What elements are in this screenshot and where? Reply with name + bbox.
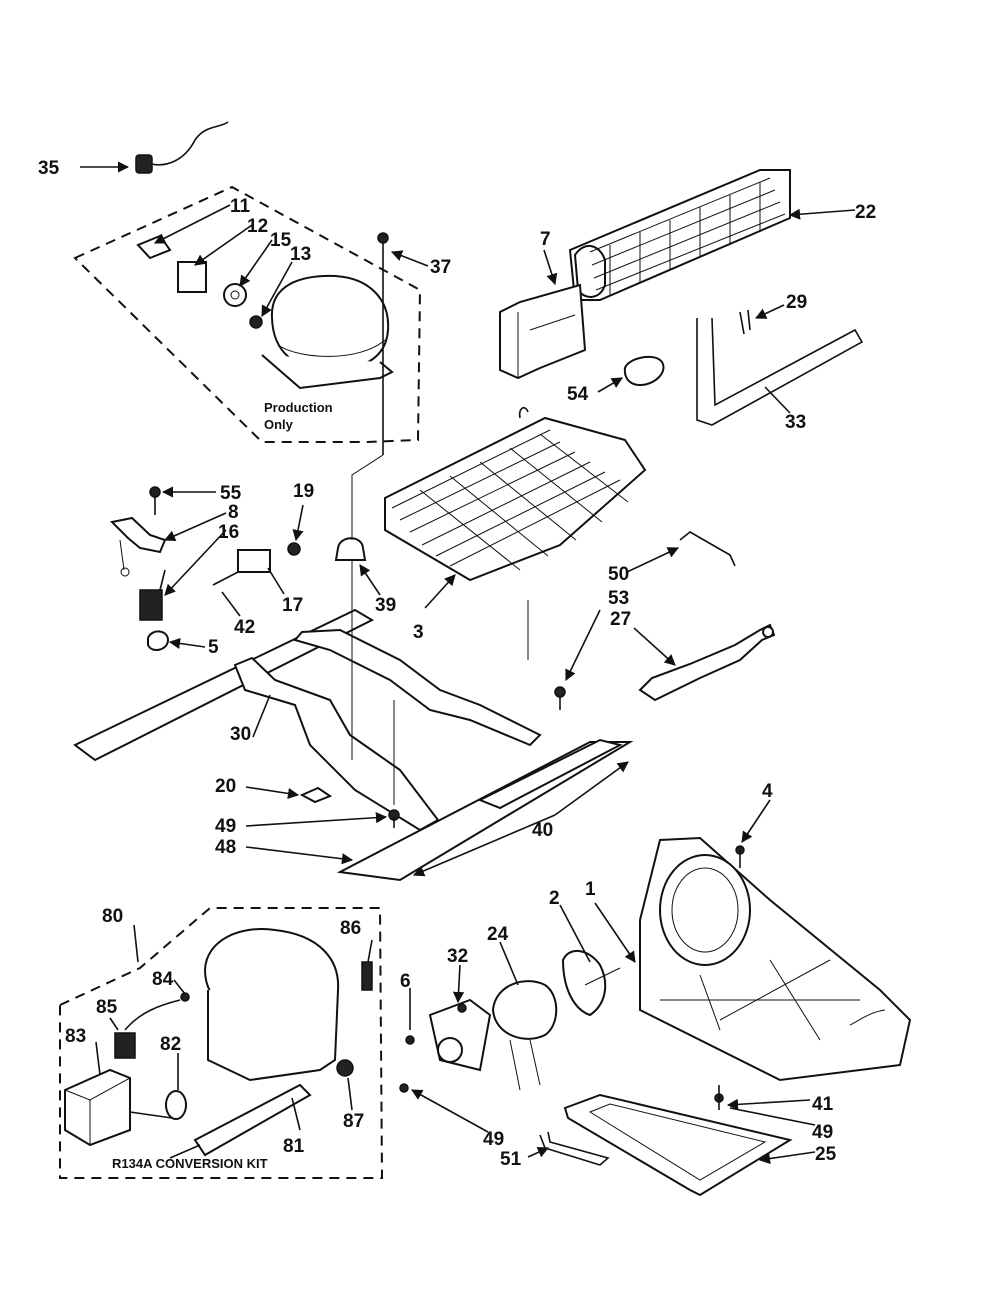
screw-49-part [388,700,400,828]
part-label-40: 40 [532,820,553,841]
drain-hose-part [539,1131,610,1166]
part-label-54: 54 [567,384,589,405]
part-label-19: 19 [293,481,314,502]
part-label-11: 11 [230,196,251,217]
part-label-85: 85 [96,997,118,1018]
drain-tube-part [351,232,389,760]
part-label-4: 4 [762,781,773,802]
screw-53-part [527,600,566,710]
part-label-15: 15 [270,230,292,251]
part-label-32: 32 [447,946,468,967]
heater-part [638,623,776,702]
bracket-8-part [109,516,167,577]
switch-part [139,569,166,621]
part-label-8: 8 [228,502,239,523]
conversion-kit-group [59,907,384,1179]
part-label-6: 6 [400,971,411,992]
part-label-51: 51 [500,1149,522,1170]
fitting-part [623,355,665,387]
production-only-group [73,185,422,443]
part-label-53: 53 [608,588,629,609]
evaporator-coil-part [384,406,647,582]
part-label-49-bracket: 49 [812,1122,833,1143]
part-label-22: 22 [855,202,876,223]
part-label-86: 86 [340,918,361,939]
bracket-part [679,531,736,567]
callout-lines [80,161,856,1165]
screws-6-32-49-part [399,845,745,1110]
fan-bracket-part [639,836,912,1082]
part-label-17: 17 [282,595,303,616]
part-label-48: 48 [215,837,236,858]
production-only-caption-line2: Only [264,417,294,432]
part-label-49-motor: 49 [483,1129,504,1150]
tube-part [696,309,864,426]
part-label-37: 37 [430,257,451,278]
part-label-13: 13 [290,244,311,265]
part-label-35: 35 [38,158,60,179]
part-label-24: 24 [487,924,509,945]
screw-part [149,486,161,515]
part-label-33: 33 [785,412,806,433]
drain-pan-part [563,1093,793,1197]
clip-part [147,630,170,652]
part-label-55: 55 [220,483,242,504]
part-label-20: 20 [215,776,236,797]
part-label-50: 50 [608,564,629,585]
part-label-3: 3 [413,622,424,643]
part-label-81: 81 [283,1136,305,1157]
part-label-87: 87 [343,1111,364,1132]
clip-20-part [299,786,333,804]
fan-motor-part [428,980,558,1091]
part-label-49-frame: 49 [215,816,236,837]
part-label-25: 25 [815,1144,837,1165]
part-label-39: 39 [375,595,396,616]
part-label-29: 29 [786,292,807,313]
part-label-12: 12 [247,216,268,237]
part-label-30: 30 [230,724,251,745]
part-label-7: 7 [540,229,551,250]
part-label-1: 1 [585,879,596,900]
terminal-part [212,549,271,586]
part-label-82: 82 [160,1034,181,1055]
part-label-27: 27 [610,609,631,630]
conversion-kit-caption: R134A CONVERSION KIT [112,1156,268,1171]
part-label-84: 84 [152,969,174,990]
part-label-42: 42 [234,617,255,638]
part-label-2: 2 [549,888,560,909]
power-cord-part [135,121,229,174]
part-label-5: 5 [208,637,219,658]
grommet-part [334,537,367,561]
fan-blade-part [561,950,621,1017]
nut-part [287,542,301,556]
frame-rail-part [73,608,634,882]
condenser-coil-part [499,169,791,380]
production-only-caption: Production [264,400,333,415]
part-label-41: 41 [812,1094,834,1115]
part-label-83: 83 [65,1026,86,1047]
part-label-16: 16 [218,522,239,543]
part-label-80: 80 [102,906,123,927]
